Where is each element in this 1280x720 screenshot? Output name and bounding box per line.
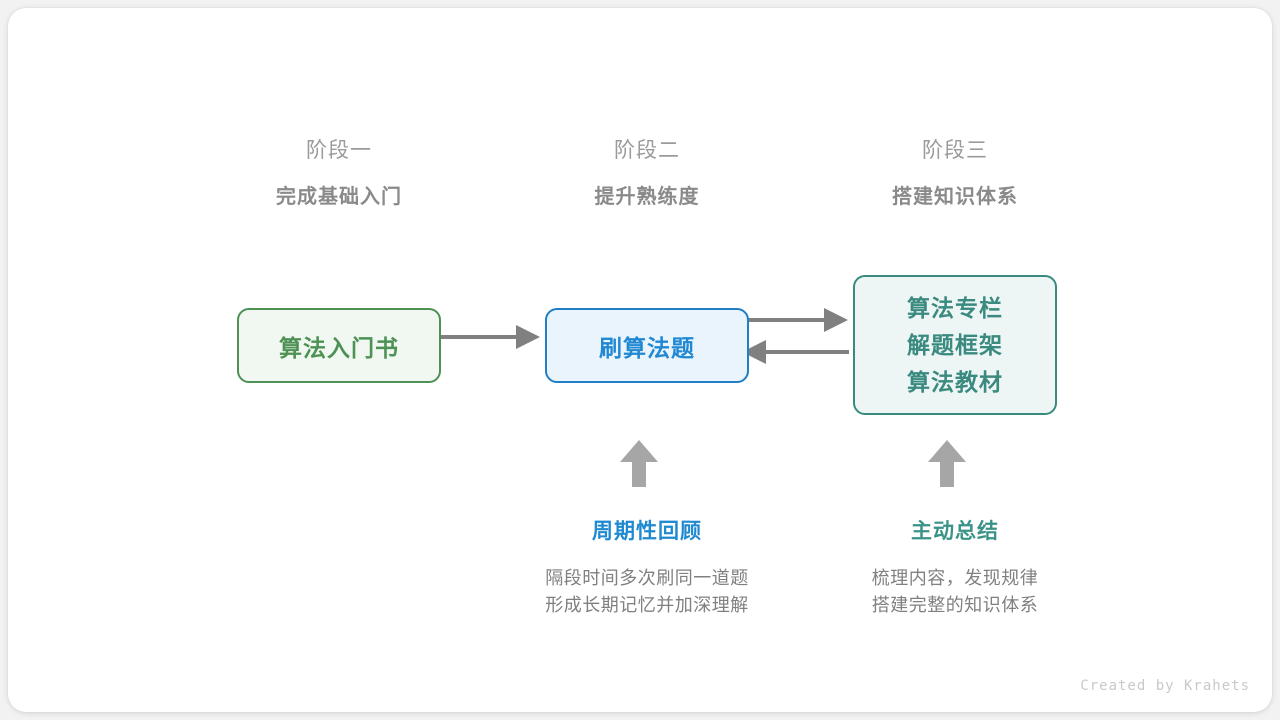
- node-practice-problems-label: 刷算法题: [599, 334, 695, 361]
- annotation-active-summary-description: 梳理内容，发现规律 搭建完整的知识体系: [805, 565, 1105, 619]
- annotation-periodic-review: 周期性回顾 隔段时间多次刷同一道题 形成长期记忆并加深理解: [497, 518, 797, 619]
- node-knowledge-line-2: 解题框架: [907, 331, 1003, 358]
- annotation-periodic-review-desc-line-1: 隔段时间多次刷同一道题: [545, 568, 749, 588]
- stage-subtitle-3: 搭建知识体系: [892, 186, 1018, 208]
- stage-title-2: 阶段二: [614, 139, 680, 162]
- node-intro-book[interactable]: 算法入门书: [237, 308, 441, 383]
- annotation-periodic-review-description: 隔段时间多次刷同一道题 形成长期记忆并加深理解: [497, 565, 797, 619]
- annotation-active-summary-desc-line-1: 梳理内容，发现规律: [871, 568, 1039, 588]
- arrow-up-summary-icon: [928, 440, 966, 487]
- node-knowledge-resources[interactable]: 算法专栏 解题框架 算法教材: [853, 275, 1057, 415]
- stage-header-3: 阶段三 搭建知识体系: [825, 136, 1085, 212]
- stage-subtitle-1: 完成基础入门: [276, 186, 402, 208]
- stage-title-3: 阶段三: [922, 139, 988, 162]
- credit-text: Created by Krahets: [1080, 678, 1250, 694]
- stage-header-2: 阶段二 提升熟练度: [517, 136, 777, 212]
- annotation-periodic-review-desc-line-2: 形成长期记忆并加深理解: [545, 595, 749, 615]
- stage-header-1: 阶段一 完成基础入门: [209, 136, 469, 212]
- annotation-periodic-review-title: 周期性回顾: [592, 520, 702, 543]
- node-intro-book-label: 算法入门书: [279, 334, 399, 361]
- stage-title-1: 阶段一: [306, 139, 372, 162]
- node-knowledge-line-1: 算法专栏: [907, 294, 1003, 321]
- annotation-active-summary-desc-line-2: 搭建完整的知识体系: [871, 595, 1039, 615]
- arrow-up-review-icon: [620, 440, 658, 487]
- stage-subtitle-2: 提升熟练度: [594, 186, 700, 208]
- diagram-card: 阶段一 完成基础入门 阶段二 提升熟练度 阶段三 搭建知识体系 算法入门: [8, 8, 1272, 712]
- annotation-active-summary: 主动总结 梳理内容，发现规律 搭建完整的知识体系: [805, 518, 1105, 619]
- node-practice-problems[interactable]: 刷算法题: [545, 308, 749, 383]
- annotation-active-summary-title: 主动总结: [911, 520, 999, 543]
- node-knowledge-line-3: 算法教材: [907, 368, 1003, 395]
